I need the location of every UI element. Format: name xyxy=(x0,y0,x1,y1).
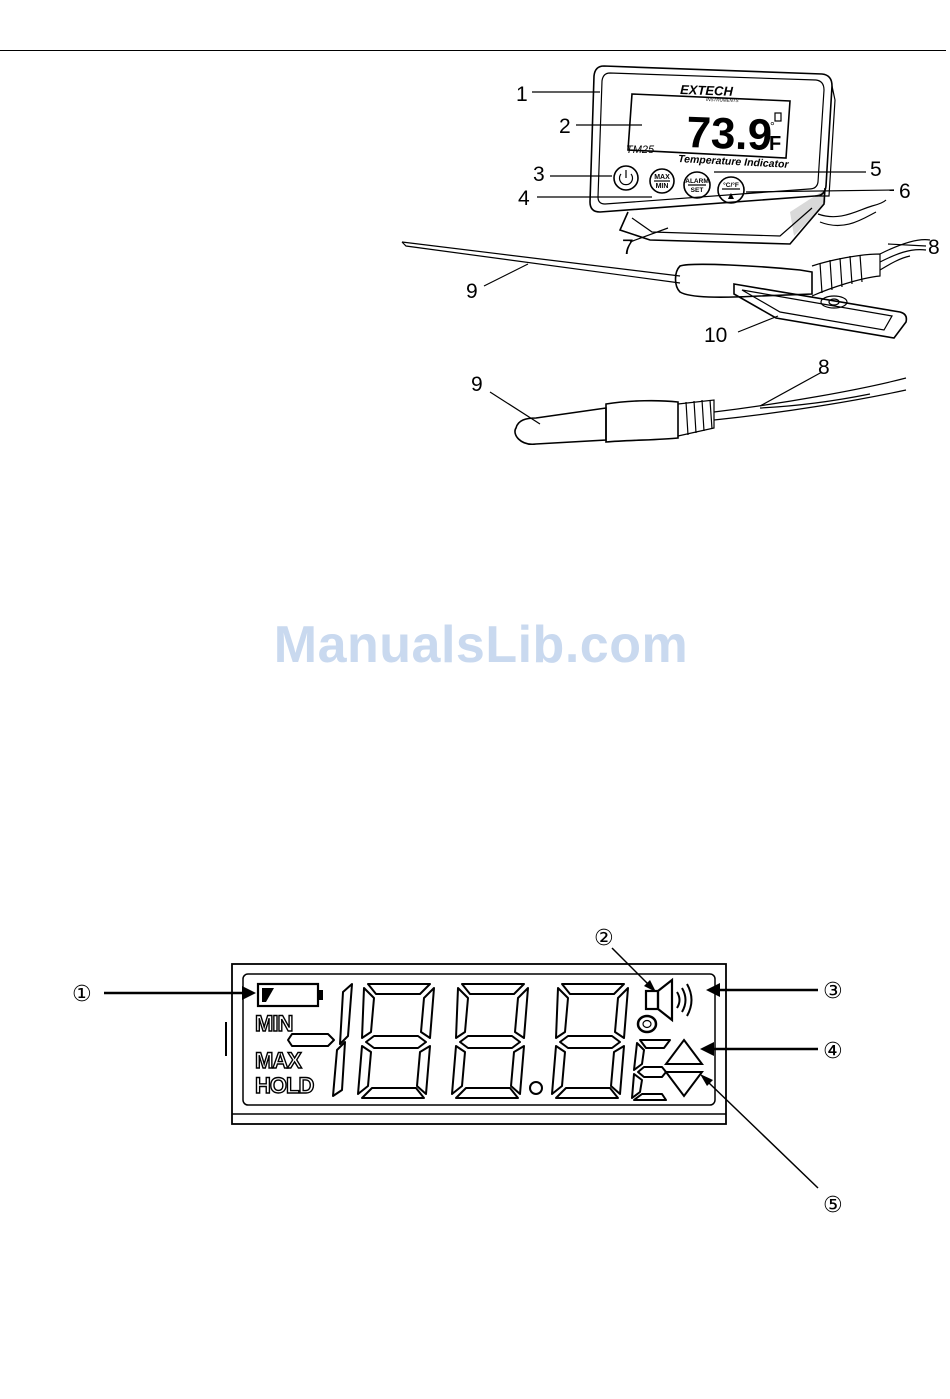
lcd-callout-5: ⑤ xyxy=(823,1193,843,1218)
lcd-digit-1 xyxy=(358,984,434,1098)
lcd-unit-segments xyxy=(632,1040,670,1100)
display-reading: 73.9 xyxy=(686,108,773,160)
svg-text:▲: ▲ xyxy=(728,191,735,200)
display-degree: ° xyxy=(770,119,775,133)
svg-text:SET: SET xyxy=(691,187,704,194)
lcd-callout-4: ④ xyxy=(823,1039,843,1064)
svg-text:MAX: MAX xyxy=(654,174,670,181)
device-name: Temperature Indicator xyxy=(678,153,790,171)
battery-icon xyxy=(258,984,323,1006)
callout-8b: 8 xyxy=(818,356,830,379)
lcd-down-arrow-icon xyxy=(666,1072,702,1096)
lcd-max-label: MAX xyxy=(255,1048,302,1073)
display-alarm-icon xyxy=(775,113,781,121)
lcd-callout-3: ③ xyxy=(823,979,843,1004)
svg-text:ALARM: ALARM xyxy=(685,178,708,185)
callout-4: 4 xyxy=(518,187,530,210)
lcd-up-arrow-icon xyxy=(666,1040,702,1064)
model-label: TM25 xyxy=(626,144,655,156)
lcd-degree-symbol xyxy=(638,1016,656,1032)
power-button xyxy=(614,166,638,190)
lcd-hold-label: HOLD xyxy=(255,1073,313,1098)
callout-5: 5 xyxy=(870,158,882,181)
max-min-button: MAX MIN xyxy=(650,169,674,193)
callout-7: 7 xyxy=(622,236,634,259)
svg-text:°C/°F: °C/°F xyxy=(723,181,739,189)
callout-10: 10 xyxy=(704,324,727,347)
watermark: ManualsLib.com xyxy=(0,615,950,675)
lcd-digit-2 xyxy=(452,984,528,1098)
brand-sub: INSTRUMENTS xyxy=(706,97,739,103)
alarm-set-button: ALARM SET xyxy=(684,172,710,198)
callout-1: 1 xyxy=(516,83,528,106)
callout-3: 3 xyxy=(533,163,545,186)
lcd-callout-1: ① xyxy=(72,982,92,1007)
lcd-callout-2: ② xyxy=(594,926,614,951)
callout-6: 6 xyxy=(899,180,911,203)
lcd-decimal-point xyxy=(530,1082,542,1094)
callout-9b: 9 xyxy=(471,373,483,396)
callout-9: 9 xyxy=(466,280,478,303)
unit-up-button: °C/°F ▲ xyxy=(718,177,744,203)
product-illustration: EXTECH INSTRUMENTS 73.9 ° F TM25 Tempera… xyxy=(402,66,940,444)
display-unit: F xyxy=(769,133,781,155)
short-probe xyxy=(515,378,906,444)
lcd-min-label: MIN xyxy=(255,1011,292,1036)
needle-probe xyxy=(402,240,930,298)
svg-text:MIN: MIN xyxy=(656,183,669,190)
callout-8: 8 xyxy=(928,236,940,259)
lcd-diagram: MIN MAX HOLD xyxy=(72,926,843,1218)
callout-2: 2 xyxy=(559,115,571,138)
meter-cable xyxy=(818,200,886,217)
lcd-digit-3 xyxy=(552,984,628,1098)
